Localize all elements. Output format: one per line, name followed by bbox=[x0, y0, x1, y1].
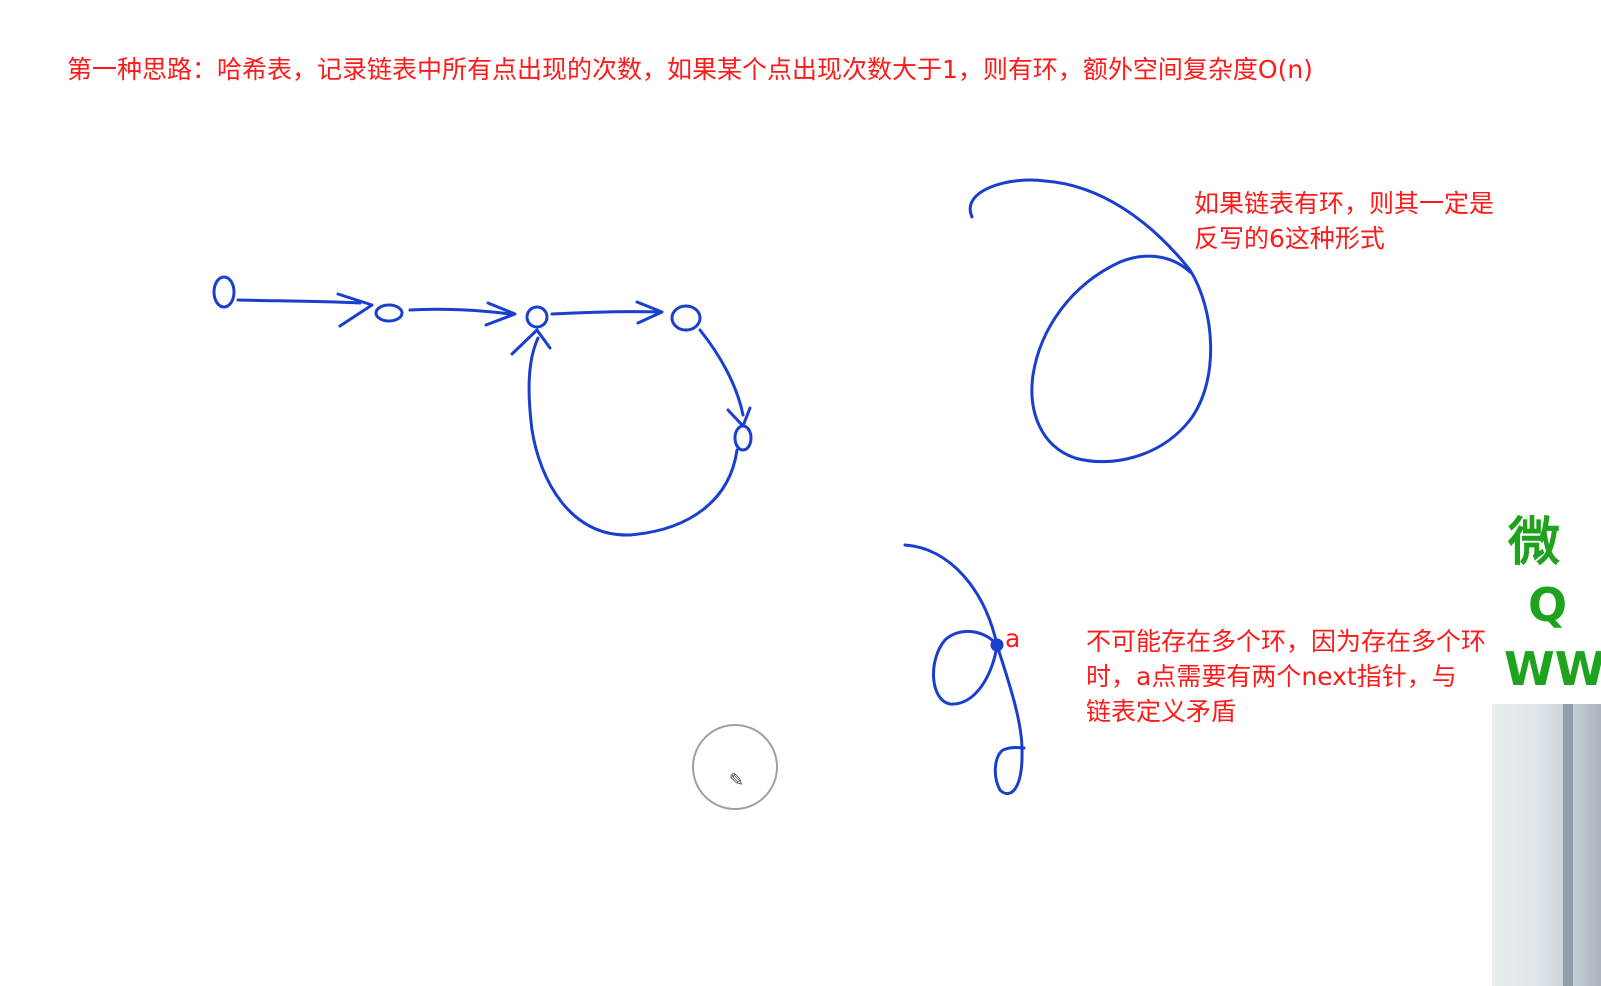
node-3 bbox=[525, 305, 549, 329]
arrow-2 bbox=[408, 307, 512, 316]
pen-cursor-icon: ✎ bbox=[729, 770, 745, 791]
arrow-3 bbox=[550, 310, 662, 316]
arrowhead-1 bbox=[336, 292, 374, 328]
watermark-line-3: WW bbox=[1504, 642, 1601, 696]
node-2 bbox=[374, 303, 404, 323]
six-shape-note-line-1: 如果链表有环，则其一定是 bbox=[1194, 189, 1495, 218]
multi-loop-sketch bbox=[903, 543, 1026, 796]
pen-cursor-ring bbox=[692, 724, 778, 810]
arrowhead-4 bbox=[726, 406, 752, 428]
reversed-six-sketch bbox=[968, 178, 1213, 464]
arrowhead-5 bbox=[510, 328, 552, 356]
arrow-4 bbox=[698, 328, 745, 417]
list-with-cycle-sketch bbox=[212, 275, 753, 537]
webcam-pole bbox=[1563, 704, 1573, 986]
loop-back-edge bbox=[527, 336, 739, 537]
incoming-curve bbox=[903, 543, 999, 647]
point-a bbox=[990, 638, 1004, 652]
node-1 bbox=[212, 275, 236, 309]
arrowhead-2 bbox=[484, 301, 517, 327]
point-a-label: a bbox=[1005, 624, 1021, 653]
node-5 bbox=[733, 424, 753, 452]
webcam-overlay bbox=[1492, 704, 1601, 986]
node-4 bbox=[670, 304, 702, 332]
multi-loop-note-line-2: 时，a点需要有两个next指针，与 bbox=[1086, 662, 1457, 691]
multi-loop-note-line-3: 链表定义矛盾 bbox=[1086, 697, 1237, 726]
six-curve bbox=[968, 178, 1213, 464]
six-shape-note: 如果链表有环，则其一定是 反写的6这种形式 bbox=[1194, 186, 1494, 256]
arrow-1 bbox=[236, 298, 362, 305]
watermark-line-2: Q bbox=[1528, 578, 1568, 632]
arrowhead-3 bbox=[635, 300, 664, 325]
second-loop bbox=[993, 643, 1026, 796]
page-title: 第一种思路：哈希表，记录链表中所有点出现的次数，如果某个点出现次数大于1，则有环… bbox=[67, 55, 1313, 84]
watermark-line-1: 微 bbox=[1508, 512, 1561, 573]
first-loop bbox=[932, 629, 999, 706]
multi-loop-note: 不可能存在多个环，因为存在多个环 时，a点需要有两个next指针，与 链表定义矛… bbox=[1086, 624, 1486, 729]
six-shape-note-line-2: 反写的6这种形式 bbox=[1194, 224, 1385, 253]
multi-loop-note-line-1: 不可能存在多个环，因为存在多个环 bbox=[1086, 627, 1487, 656]
